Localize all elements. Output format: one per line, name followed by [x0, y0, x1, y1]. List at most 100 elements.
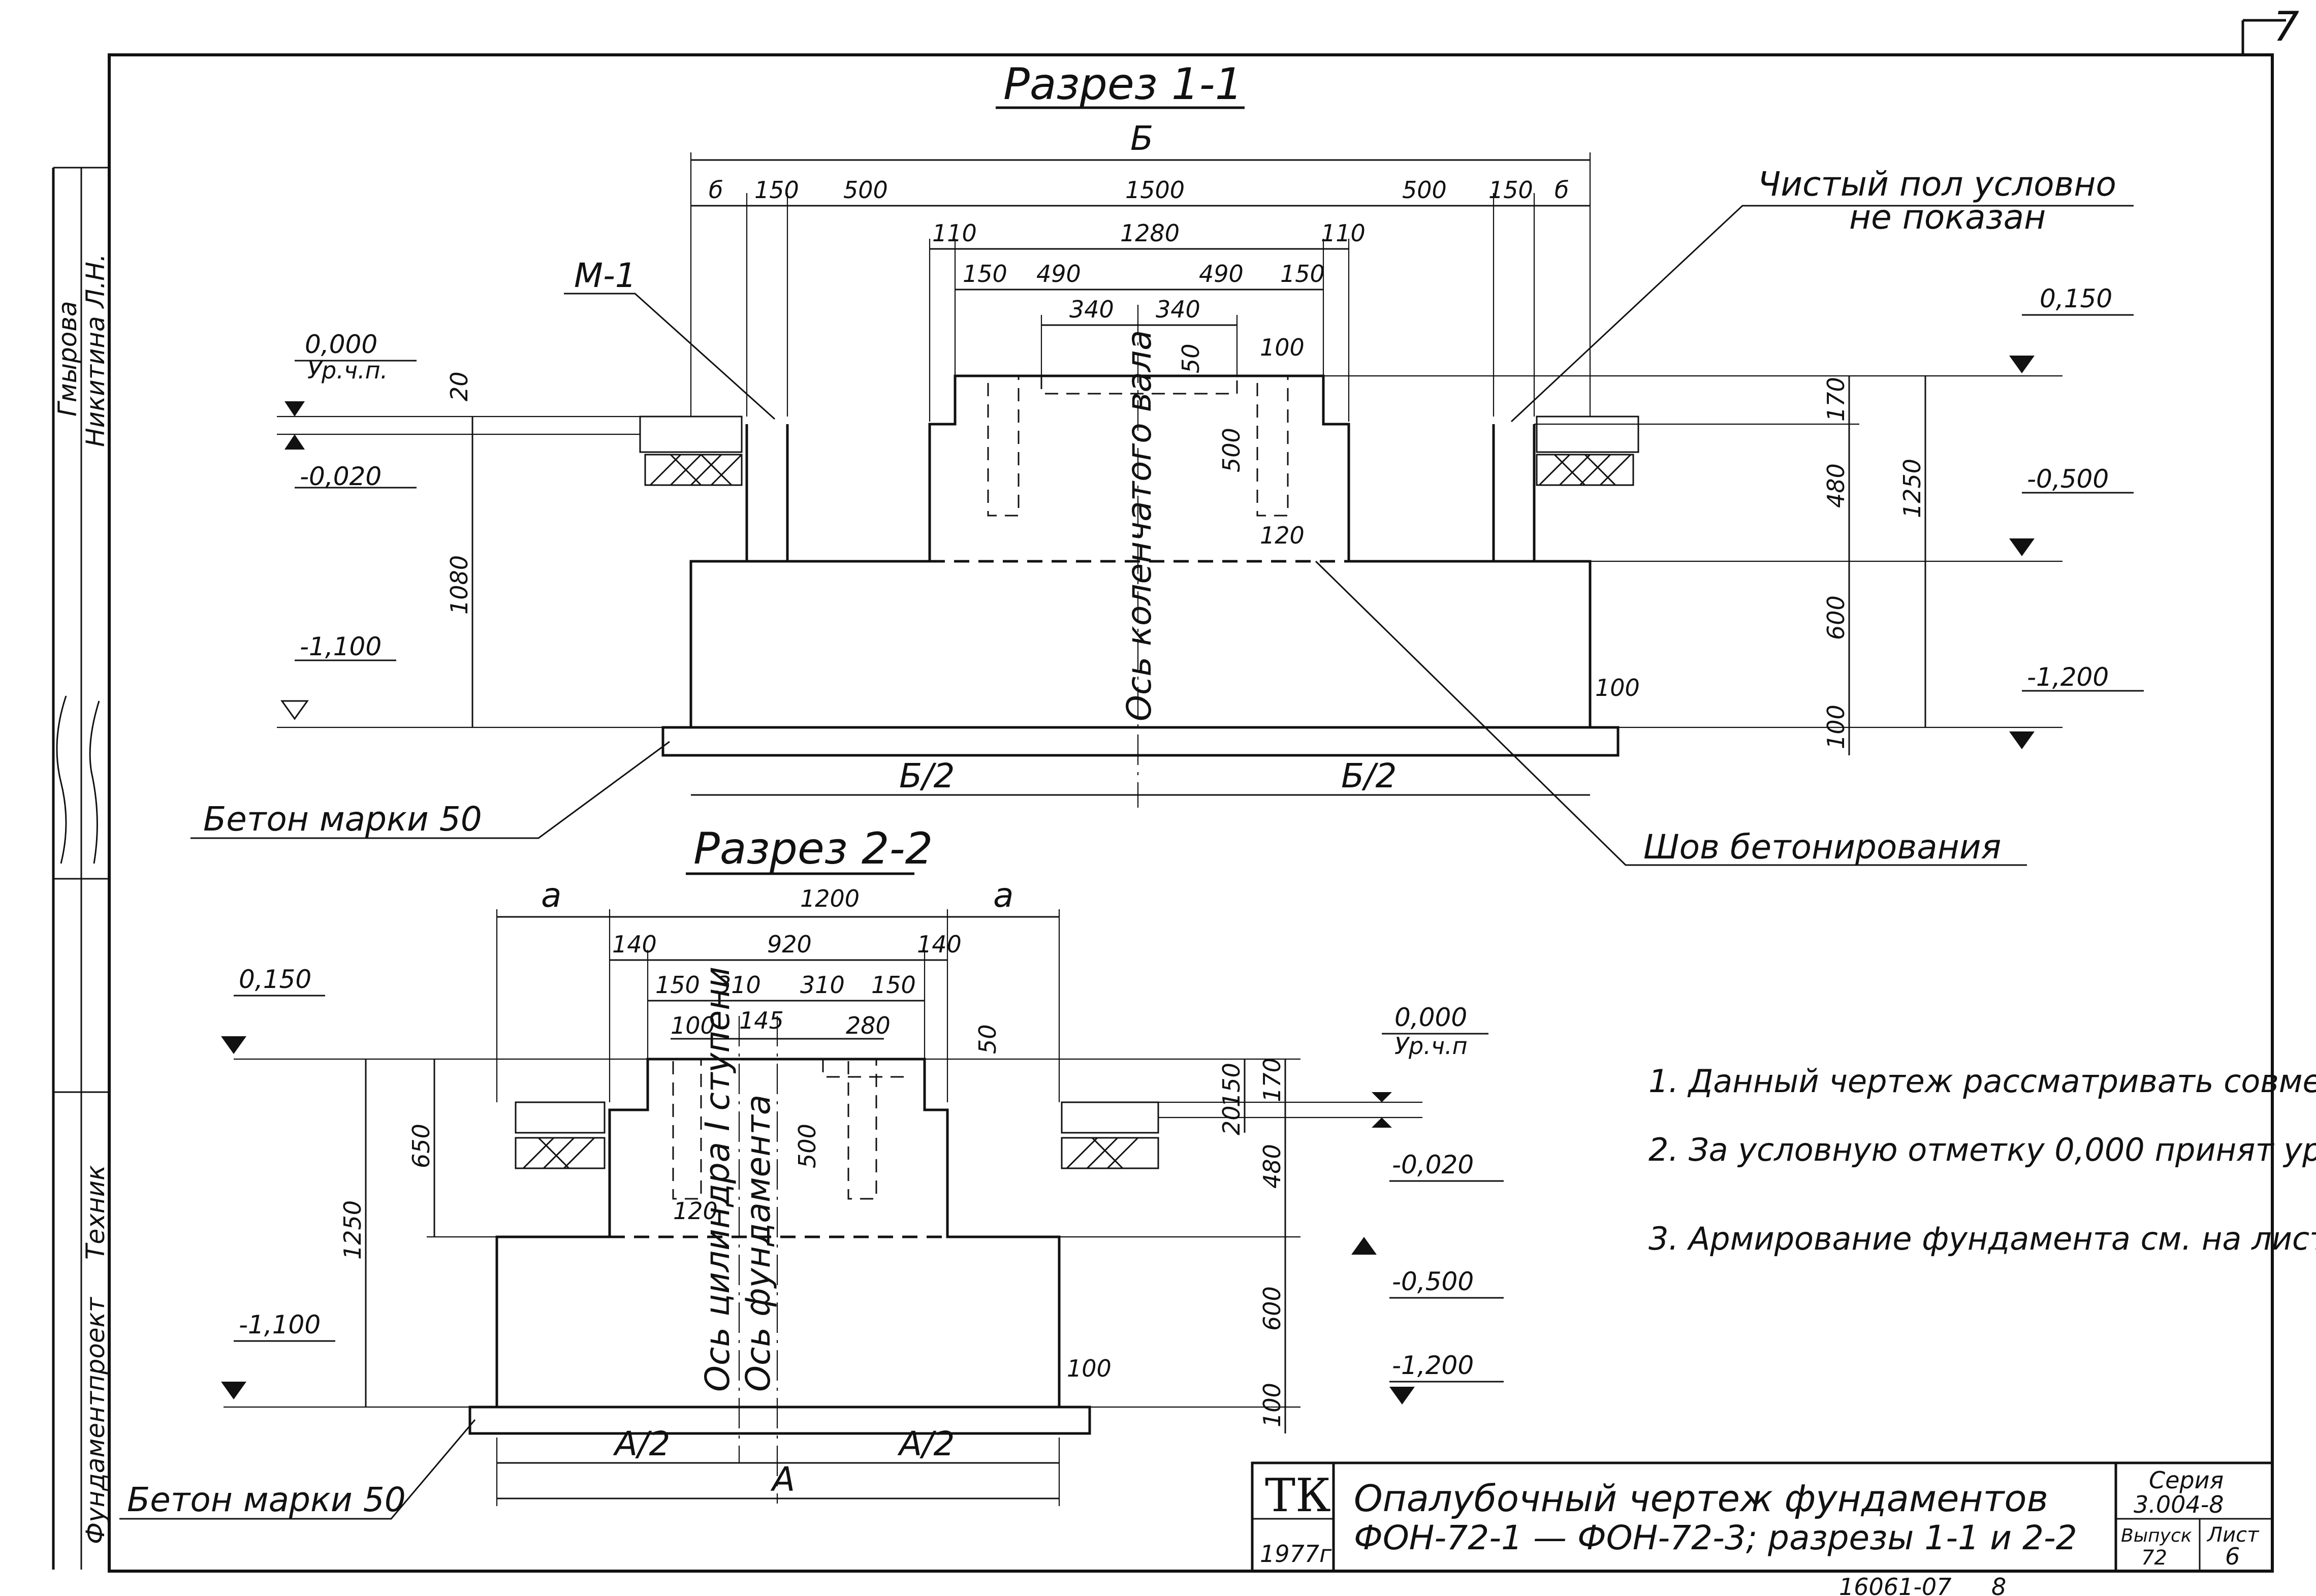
- dimension-chains-1: [690, 152, 1591, 422]
- section-1-1: Разрез 1-1 Ось коленчатого вала: [191, 59, 2144, 867]
- bolt-pocket-left-1: [987, 375, 1020, 517]
- title-block-year: 1977г: [1260, 1540, 1332, 1568]
- dim-150-left-2: 150: [655, 971, 700, 999]
- dim-a-right: а: [993, 876, 1013, 915]
- concrete-pad-2: [468, 1406, 1091, 1435]
- level-m0020-1: -0,020: [300, 462, 382, 491]
- level-triangle-0020-2: [1372, 1118, 1392, 1128]
- hatch-right-1: [1538, 454, 1632, 486]
- label-joint: Шов бетонирования: [1643, 827, 2001, 867]
- bolt-pocket-right-2: [847, 1058, 877, 1200]
- dim-100-2: 100: [671, 1012, 715, 1039]
- issue-label: Выпуск: [2121, 1525, 2192, 1546]
- foundation-axis-label: Ось фундамента: [739, 1095, 778, 1392]
- label-concrete-2: Бетон марки 50: [127, 1480, 406, 1519]
- level-triangle-1200-2: [1389, 1387, 1415, 1405]
- archive-number: 16061-07: [1839, 1573, 1951, 1596]
- note-3: 3. Армирование фундамента см. на листах …: [1648, 1220, 2316, 1257]
- dim-120-2: 120: [673, 1197, 718, 1225]
- dimension-chains-2: [496, 909, 1060, 1102]
- floor-slab-left-1: [639, 416, 743, 453]
- level-triangle-0500-2: [1351, 1237, 1377, 1255]
- dim-140-right: 140: [917, 931, 962, 958]
- floor-base-right-2: [1061, 1137, 1159, 1169]
- side-stamp-name-1: Гмырова: [53, 301, 82, 417]
- dim-120: 120: [1260, 522, 1305, 549]
- top-recess-1: [1040, 376, 1238, 395]
- sheet-value: 6: [2225, 1543, 2240, 1570]
- title-block-frame: [1251, 1461, 2274, 1573]
- side-stamp-role: Техник: [81, 1165, 110, 1260]
- sheet-number: 7: [2273, 3, 2299, 50]
- dim-a-left: а: [541, 876, 561, 915]
- dim-100-base: 100: [1822, 705, 1850, 749]
- signature-1: [56, 695, 67, 864]
- hatch-left-1: [649, 454, 743, 486]
- level-m1100-1: -1,100: [300, 632, 382, 661]
- dim-150-inner-right: 150: [1280, 260, 1325, 288]
- note-2: 2. За условную отметку 0,000 принят уров…: [1648, 1131, 2316, 1168]
- dim-920: 920: [767, 931, 812, 958]
- level-triangle-0150-2: [221, 1036, 246, 1054]
- dim-480-2: 480: [1258, 1144, 1286, 1189]
- dim-500-2: 500: [794, 1124, 821, 1168]
- dim-A: А: [770, 1460, 795, 1499]
- dim-340-right: 340: [1156, 296, 1200, 323]
- dim-600: 600: [1822, 595, 1850, 640]
- section-2-title: Разрез 2-2: [693, 823, 933, 874]
- dim-150-right: 150: [1488, 176, 1533, 204]
- dim-170: 170: [1822, 377, 1850, 422]
- label-m1: М-1: [574, 256, 637, 295]
- side-stamp-org: Фундаментпроект: [81, 1296, 110, 1544]
- level-m0500-1: -0,500: [2027, 464, 2109, 494]
- dim-100: 100: [1260, 334, 1305, 361]
- central-block-1: [787, 374, 1494, 563]
- dim-490-right: 490: [1199, 260, 1244, 288]
- signature-2: [89, 700, 100, 864]
- leader-joint: [1315, 560, 2027, 866]
- dim-480: 480: [1822, 463, 1850, 508]
- dim-1080: 1080: [446, 555, 473, 615]
- foundation-outline-2: [495, 1058, 1061, 1407]
- dim-110-right: 110: [1321, 219, 1366, 247]
- side-stamp-name-2: Никитина Л.Н.: [81, 253, 110, 447]
- floor-base-left-2: [515, 1137, 606, 1169]
- floor-slab-right-1: [1536, 416, 1639, 453]
- level-0000-2: 0,000: [1394, 1003, 1467, 1032]
- dim-1200: 1200: [800, 885, 860, 912]
- dim-150-inner-left: 150: [963, 260, 1007, 288]
- dim-50: 50: [1177, 343, 1204, 373]
- level-marks-right-1: [2009, 314, 2144, 749]
- level-m0500-2: -0,500: [1392, 1267, 1474, 1296]
- level-triangle-0000-2: [1372, 1092, 1392, 1102]
- level-p0150-1: 0,150: [2040, 284, 2112, 313]
- bolt-pocket-right-1: [1256, 375, 1289, 517]
- dim-1500: 1500: [1125, 176, 1185, 204]
- level-marks-left-1: [277, 360, 663, 728]
- notes-block: 1. Данный чертеж рассматривать совместно…: [1648, 1063, 2316, 1257]
- dim-B: Б: [1130, 119, 1153, 158]
- title-block: [1251, 1461, 2274, 1573]
- section-1-title: Разрез 1-1: [1003, 59, 1243, 110]
- label-clean-floor-1: Чистый пол условно: [1758, 165, 2116, 204]
- level-p0150-2: 0,150: [239, 965, 311, 994]
- level-m1200-1: -1,200: [2027, 662, 2109, 692]
- sheet-frame: [108, 53, 2274, 1573]
- dim-500-pocket: 500: [1218, 428, 1245, 472]
- dim-half-right: Б/2: [1341, 756, 1397, 795]
- title-line-1: Опалубочный чертеж фундаментов: [1354, 1477, 2048, 1520]
- issue-value: 72: [2141, 1546, 2167, 1570]
- floor-slab-right-2: [1061, 1101, 1159, 1134]
- title-block-logo: ТК: [1265, 1469, 1331, 1522]
- level-zero-note-1: Ур.ч.п.: [307, 357, 388, 384]
- dim-600-2: 600: [1258, 1286, 1286, 1331]
- dim-310-right: 310: [800, 971, 845, 999]
- dim-halfA-left: А/2: [613, 1424, 670, 1463]
- right-dimension-stack-1: [1323, 375, 2063, 755]
- crankshaft-axis-label: Ось коленчатого вала: [1120, 330, 1159, 721]
- concrete-pad-1: [661, 726, 1620, 757]
- dim-1250: 1250: [1898, 459, 1926, 518]
- foundation-outline-left: [689, 424, 789, 727]
- floor-slab-left-2: [515, 1101, 606, 1134]
